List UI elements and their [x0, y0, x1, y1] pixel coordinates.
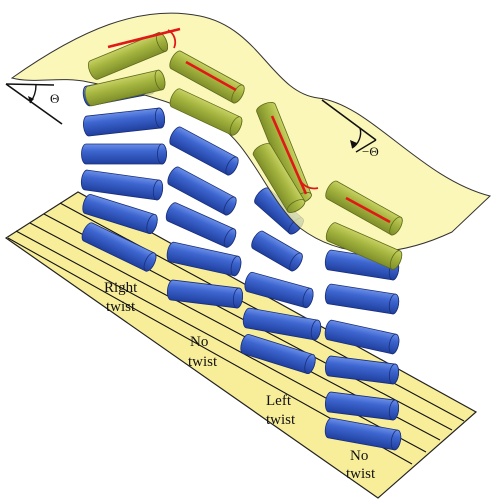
red-line [185, 60, 237, 92]
blue-rods [80, 73, 402, 451]
blue-rod [165, 202, 237, 248]
blue-rod [242, 307, 322, 341]
top-surface [10, 12, 491, 253]
blue-rod [324, 417, 402, 451]
green-rod [325, 222, 403, 270]
director-lines [107, 27, 391, 224]
label-no-twist-2-l1: No [350, 448, 368, 464]
blue-rod [324, 391, 400, 421]
blue-rod [81, 143, 167, 165]
blue-rod [324, 319, 400, 355]
label-right-twist-l1: Right [104, 280, 138, 296]
pretilt-left: Θ [5, 83, 63, 125]
angle-arc [167, 29, 177, 49]
label-left-twist-l2: twist [266, 412, 296, 428]
blue-rod [244, 271, 314, 309]
blue-rod [81, 222, 157, 272]
red-line [345, 196, 391, 224]
label-no-twist-1-l1: No [190, 334, 208, 350]
angle-arc [299, 179, 319, 190]
region-labels: Right twist No twist Left twist No twist [104, 280, 376, 482]
blue-rod [82, 194, 158, 235]
blue-rod [82, 107, 166, 137]
blue-rod [166, 241, 242, 277]
theta-label: Θ [50, 91, 59, 106]
blue-rod [166, 279, 244, 309]
label-no-twist-2-l2: twist [346, 466, 376, 482]
label-left-twist-l1: Left [266, 393, 292, 409]
green-rod [169, 88, 243, 136]
green-rod [84, 69, 166, 107]
blue-rod [251, 230, 303, 272]
neg-theta-label: −Θ [362, 144, 379, 159]
red-line [107, 27, 181, 49]
green-rod [252, 143, 306, 213]
blue-rod [169, 126, 239, 176]
blue-rod [80, 169, 164, 201]
blue-rod [167, 166, 237, 216]
blue-rod [324, 283, 400, 315]
pretilt-right: −Θ [321, 99, 379, 159]
label-right-twist-l2: twist [106, 299, 136, 315]
label-no-twist-1-l2: twist [188, 354, 218, 370]
blue-rod [324, 355, 400, 385]
blue-rod [240, 334, 316, 375]
